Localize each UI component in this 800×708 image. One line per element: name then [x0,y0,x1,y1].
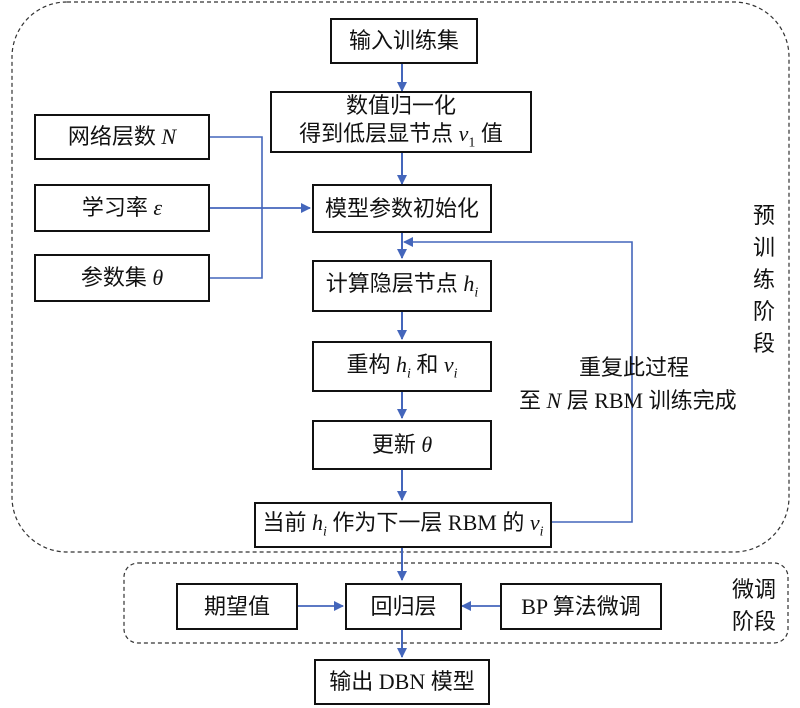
hidden-nodes-label: 计算隐层节点 hi [325,271,479,301]
hidden-nodes-box: 计算隐层节点 hi [312,260,492,312]
params-box: 参数集 θ [34,254,210,302]
params-label: 参数集 θ [80,265,164,291]
layers-label: 网络层数 N [67,124,177,150]
bp-finetune-label: BP 算法微调 [521,593,641,619]
normalize-box: 数值归一化 得到低层显节点 v1 值 [270,91,532,153]
update-label: 更新 θ [371,432,433,458]
feedback-loop-arrow [403,237,633,523]
repeat-label-line1: 重复此过程 [579,355,690,380]
reconstruct-label: 重构 hi 和 vi [346,351,458,381]
expected-value-box: 期望值 [176,583,298,630]
learning-rate-box: 学习率 ε [34,184,210,232]
current-as-next-label: 当前 hi 作为下一层 RBM 的 vi [262,510,544,540]
reconstruct-box: 重构 hi 和 vi [312,341,492,392]
finetune-stage-label-line2: 阶段 [732,609,777,634]
bp-finetune-box: BP 算法微调 [500,583,662,630]
finetune-stage-label-line1: 微调 [732,577,777,602]
output-model-box: 输出 DBN 模型 [314,659,490,705]
regression-layer-label: 回归层 [370,593,437,619]
pretrain-region [11,1,790,553]
input-training-set-label: 输入训练集 [348,28,459,54]
update-box: 更新 θ [312,420,492,470]
normalize-line2: 得到低层显节点 v1 值 [299,120,503,151]
init-box: 模型参数初始化 [312,184,492,233]
current-as-next-box: 当前 hi 作为下一层 RBM 的 vi [254,502,552,548]
connector-layers-to-init [210,136,263,208]
repeat-label-line2: 至 N 层 RBM 训练完成 [519,388,737,413]
init-label: 模型参数初始化 [324,195,479,221]
learning-rate-label: 学习率 ε [81,195,163,221]
layers-box: 网络层数 N [34,114,210,160]
output-model-label: 输出 DBN 模型 [329,669,475,695]
expected-value-label: 期望值 [203,593,270,619]
connector-params-to-init [210,208,263,279]
regression-layer-box: 回归层 [345,583,462,630]
pretrain-stage-label: 预 训 练 阶 段 [752,203,775,356]
finetune-region [123,562,789,644]
input-training-set-box: 输入训练集 [330,18,478,64]
normalize-line1: 数值归一化 [345,93,456,119]
